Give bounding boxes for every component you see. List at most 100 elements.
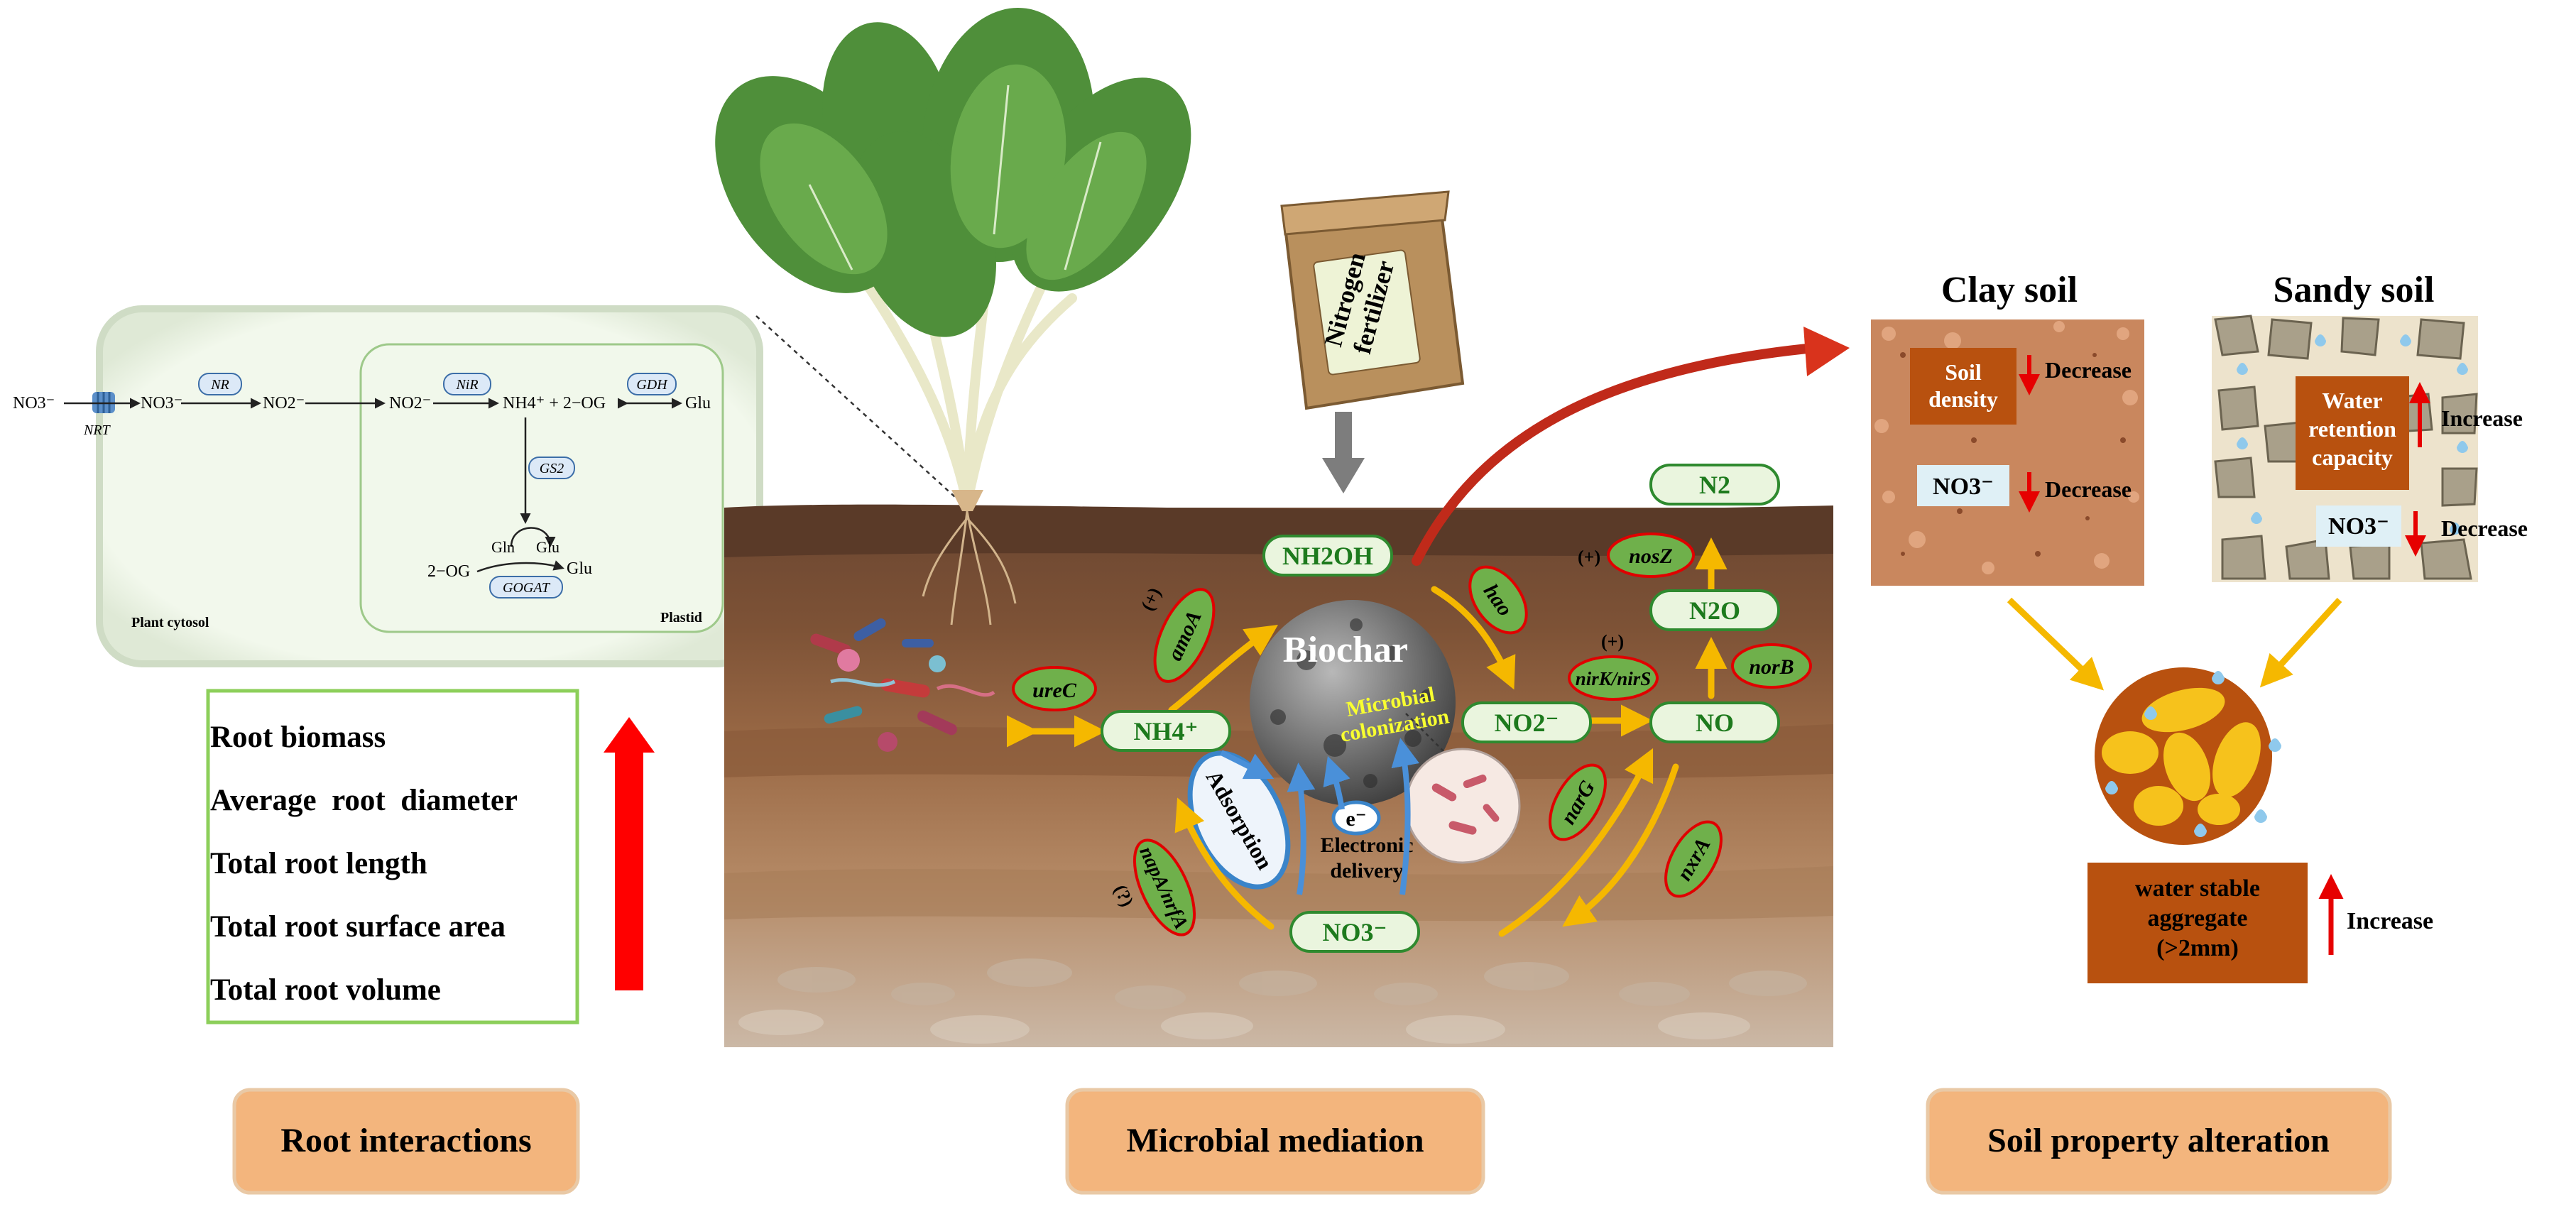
no3-cytosol-label: NO3⁻ bbox=[141, 394, 182, 412]
soil-property-alteration-label-box: Soil property alteration bbox=[1926, 1088, 2392, 1195]
nosZ-label: nosZ bbox=[1629, 545, 1673, 568]
gdh-label: GDH bbox=[636, 377, 668, 393]
nir-label: NiR bbox=[455, 377, 478, 393]
root-trait-item: Total root surface area bbox=[210, 910, 506, 944]
spinach-plant-illustration bbox=[715, 7, 1191, 625]
root-trait-item: Total root volume bbox=[210, 973, 441, 1007]
gogat-enzyme-badge bbox=[489, 576, 563, 599]
gene-nxrA-badge: nxrA bbox=[1664, 820, 1723, 898]
gs2-label: GS2 bbox=[540, 461, 564, 476]
no3-pill: NO3⁻ bbox=[1289, 911, 1420, 953]
sandy-to-aggregate-arrow bbox=[2259, 597, 2342, 688]
increase-1-label: Increase bbox=[2441, 405, 2523, 431]
no3-sandy-label: NO3⁻ bbox=[2328, 513, 2389, 540]
root-trait-item: Total root length bbox=[210, 847, 427, 880]
no-pill: NO bbox=[1649, 701, 1780, 743]
n2-pill: N2 bbox=[1649, 464, 1780, 506]
gene-nirK-nirS-badge: nirK/nirS bbox=[1568, 655, 1659, 701]
increase-2-label: Increase bbox=[2347, 908, 2433, 934]
electron-label: e⁻ bbox=[1346, 807, 1366, 831]
og-left-label: 2−OG bbox=[427, 562, 470, 581]
microbial-mediation-label-box: Microbial mediation bbox=[1065, 1088, 1485, 1195]
nr-enzyme-badge bbox=[198, 373, 242, 395]
nir-enzyme-badge bbox=[443, 373, 491, 395]
no3-label: NO3⁻ bbox=[1322, 918, 1387, 946]
blue-transfer-arrows bbox=[1220, 738, 1419, 895]
clay-to-aggregate-arrow bbox=[2007, 597, 2104, 691]
gene-hao-badge: hao bbox=[1468, 565, 1528, 635]
n2o-label: N2O bbox=[1689, 596, 1740, 625]
clay-soil-title: Clay soil bbox=[1941, 270, 2078, 310]
nitrogen-fertilizer-bag-icon: Nitrogenfertilizer bbox=[1280, 190, 1465, 410]
nh2oh-label: NH2OH bbox=[1282, 542, 1373, 570]
glu-cycle-label: Glu bbox=[536, 538, 560, 556]
gdh-enzyme-badge bbox=[627, 373, 677, 395]
root-interactions-label-box: Root interactions bbox=[232, 1088, 580, 1195]
no2-pill: NO2⁻ bbox=[1461, 701, 1592, 743]
fertilizer-down-arrow bbox=[1322, 412, 1365, 493]
adsorption-badge: Adsorption bbox=[1187, 750, 1291, 890]
norB-label: norB bbox=[1749, 655, 1794, 679]
no3-outside-label: NO3⁻ bbox=[13, 394, 55, 412]
root-trait-item: Average root diameter bbox=[210, 784, 518, 817]
gene-nosZ-badge: nosZ bbox=[1607, 532, 1695, 578]
gene-narG-badge: narG bbox=[1549, 763, 1607, 841]
no3-clay-label: NO3⁻ bbox=[1933, 474, 1994, 500]
soil-property-alteration-label: Soil property alteration bbox=[1987, 1122, 2330, 1159]
nr-label: NR bbox=[210, 377, 229, 393]
decrease-1-label: Decrease bbox=[2045, 357, 2132, 383]
nitrogen-cycle-arrows bbox=[1007, 537, 1728, 937]
no-label: NO bbox=[1696, 709, 1734, 737]
sandy-soil-title: Sandy soil bbox=[2274, 270, 2435, 310]
gene-ureC-badge: ureC bbox=[1012, 666, 1097, 711]
nrt-label: NRT bbox=[83, 422, 111, 438]
n2-label: N2 bbox=[1699, 471, 1730, 499]
root-interactions-label: Root interactions bbox=[280, 1122, 531, 1159]
decrease-2-label: Decrease bbox=[2045, 476, 2132, 502]
glu-bottom-label: Glu bbox=[567, 559, 592, 578]
decrease-3-label: Decrease bbox=[2441, 515, 2528, 541]
no2-plastid-label: NO2⁻ bbox=[389, 394, 431, 412]
gln-label: Gln bbox=[491, 538, 515, 556]
nosZ-plus-label: (+) bbox=[1578, 547, 1600, 567]
gene-norB-badge: norB bbox=[1731, 643, 1812, 689]
n2o-pill: N2O bbox=[1649, 589, 1780, 631]
microbe-magnified-icon bbox=[1404, 713, 1521, 864]
plastid-label: Plastid bbox=[660, 610, 702, 625]
microbe-cluster-icon bbox=[810, 618, 995, 752]
cell-pathway-panel: NO3⁻ NRT NO3⁻ NR NO2⁻ NO2⁻ NiR NH4⁺ + 2−… bbox=[13, 305, 763, 667]
nh2oh-pill: NH2OH bbox=[1262, 535, 1393, 577]
gene-amoA-badge: amoA bbox=[1153, 588, 1216, 683]
zoom-connector-top bbox=[755, 315, 956, 498]
ureC-label: ureC bbox=[1032, 679, 1077, 702]
plastid-box bbox=[359, 343, 724, 633]
gogat-label: GOGAT bbox=[503, 580, 551, 596]
no2-cytosol-label: NO2⁻ bbox=[263, 394, 305, 412]
nh4-og-label: NH4⁺ + 2−OG bbox=[503, 394, 606, 412]
nirK-nirS-label: nirK/nirS bbox=[1576, 668, 1652, 689]
biochar-label: Biochar bbox=[1283, 630, 1408, 670]
soil-profile bbox=[724, 504, 1833, 1047]
glu-right-label: Glu bbox=[685, 394, 711, 412]
no2-label: NO2⁻ bbox=[1494, 709, 1559, 737]
plant-cytosol-label: Plant cytosol bbox=[131, 615, 209, 630]
microbial-mediation-label: Microbial mediation bbox=[1126, 1122, 1424, 1159]
nh4-pill: NH4⁺ bbox=[1101, 710, 1231, 752]
nirK-plus-label: (+) bbox=[1601, 631, 1624, 652]
gs2-enzyme-badge bbox=[528, 457, 575, 479]
nh4-label: NH4⁺ bbox=[1133, 717, 1198, 745]
soil-effect-arc-arrow bbox=[1412, 327, 1850, 566]
water-stable-aggregate-icon bbox=[2095, 667, 2281, 845]
root-traits-increase-arrow bbox=[604, 717, 655, 990]
root-traits-box: Root biomass Average root diameter Total… bbox=[206, 689, 579, 1024]
electron-badge: e⁻ bbox=[1331, 800, 1381, 836]
root-trait-item: Root biomass bbox=[210, 721, 386, 754]
